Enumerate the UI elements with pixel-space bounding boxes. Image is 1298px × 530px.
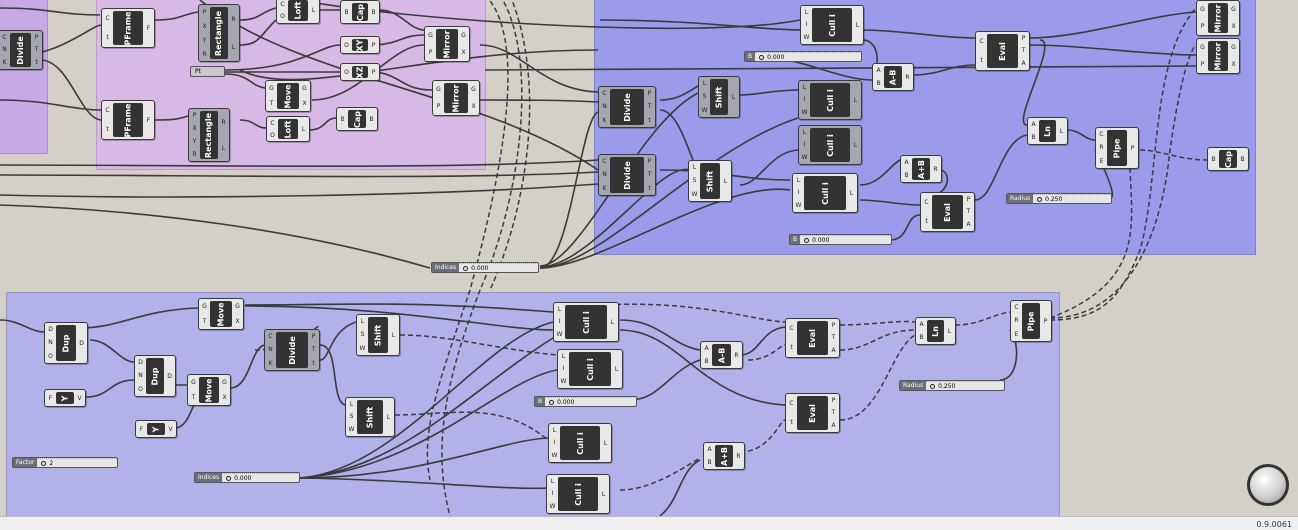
xy-plane-component[interactable]: O XY P [340,36,380,54]
number-slider[interactable]: Factor 2 [12,457,118,468]
number-slider[interactable]: Indices 0.000 [194,472,300,483]
xz-plane-component[interactable]: O XZ P [340,63,380,81]
number-slider[interactable]: Radius 0.250 [1006,193,1112,204]
number-slider[interactable]: B 0.000 [789,234,892,245]
navigation-compass-icon[interactable] [1247,464,1289,506]
version-label: 0.9.0061 [1256,520,1292,529]
number-slider[interactable]: B 0.000 [534,396,637,407]
cap-component[interactable]: B Cap B [340,0,380,24]
number-slider[interactable]: Indices 0.000 [431,262,539,273]
number-slider[interactable]: B 0.000 [744,51,862,62]
group-bottom-lavender[interactable] [6,292,1060,516]
status-bar: 0.9.0061 [0,516,1298,530]
cap-component[interactable]: B Cap B [1207,147,1249,171]
point-param[interactable]: Pt [190,66,225,77]
group-left-violet[interactable] [0,0,48,154]
deconstruct-y-component[interactable]: F Y V [135,420,177,438]
number-slider[interactable]: Radius 0.250 [899,380,1005,391]
cap-component[interactable]: B Cap B [336,107,378,131]
deconstruct-y-component[interactable]: F Y V [44,389,86,407]
